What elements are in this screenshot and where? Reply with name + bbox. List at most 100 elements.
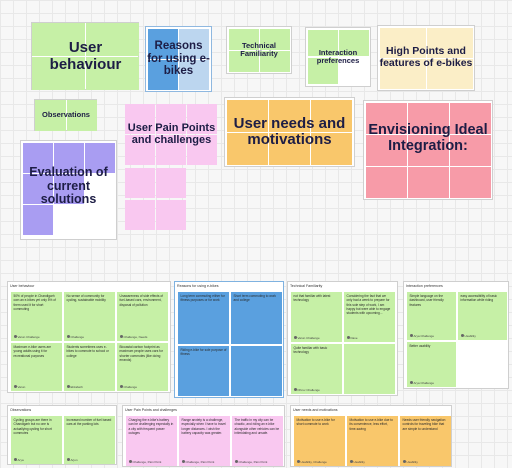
sticky-note (311, 133, 352, 165)
card-tag-text: Arya (17, 457, 24, 462)
tile-title: Reasons for using e-bikes (147, 40, 210, 78)
sticky-note (125, 200, 155, 230)
avatar-icon (181, 460, 185, 464)
sticky-note (23, 205, 53, 235)
sticky-card[interactable]: Motivation to use e-bike for short commu… (294, 416, 345, 466)
avatar-icon (409, 381, 413, 385)
sticky-note (86, 57, 139, 90)
sticky-card[interactable]: Increased number of fuel based cars at t… (64, 416, 115, 464)
sticky-card[interactable]: Riding e-bike for sole purpose of fitnes… (178, 346, 229, 396)
card-text: Quite familiar with basic technology (293, 346, 328, 355)
sticky-note (156, 135, 186, 165)
card-text: Cycling groups are there in Chandigarh b… (13, 418, 52, 435)
card-tag: Challenge (119, 385, 137, 389)
interaction-preferences-frame[interactable]: Interaction preferences (305, 27, 371, 87)
sticky-note (32, 23, 85, 56)
sticky-note (148, 29, 178, 59)
tile-title: Evaluation of current solutions (29, 164, 108, 207)
section-title: Reasons for using e-bikes (177, 284, 219, 288)
section-title: Interaction preferences (406, 284, 443, 288)
avatar-icon (66, 335, 70, 339)
user-behaviour-frame[interactable]: User behaviour (31, 22, 139, 90)
sticky-card[interactable] (231, 346, 282, 396)
card-tag: Challenge (66, 334, 85, 339)
sticky-card[interactable]: Bicoastal carbon footprint as maximum pe… (117, 343, 168, 391)
sticky-card[interactable]: Students sometimes uses e-bikes to commu… (64, 343, 115, 391)
card-tag-text: Challenge (70, 334, 85, 339)
sticky-note (229, 29, 259, 50)
sticky-card[interactable]: Quite familiar with basic technology Dhr… (291, 344, 342, 394)
sticky-card[interactable]: Charging the e-bike's battery can be cha… (126, 416, 177, 466)
sticky-note (380, 28, 426, 58)
reasons-frame[interactable]: Reasons for using e-bikes (145, 26, 212, 92)
sticky-card[interactable]: Range anxiety is a challenge, especially… (179, 416, 230, 466)
section-observations[interactable]: Observations Cycling groups are there in… (7, 405, 117, 465)
sticky-card[interactable] (344, 344, 395, 394)
sticky-card[interactable]: easy accessibility of basic information … (458, 292, 507, 340)
technical-familiarity-frame[interactable]: Technical Familiarity (226, 26, 292, 74)
tile-title: Observations (42, 110, 90, 120)
section-pain-points[interactable]: User Pain Points and challenges Charging… (122, 405, 285, 467)
card-text: Students sometimes uses e-bikes to commu… (66, 345, 109, 358)
section-needs[interactable]: User needs and motivations Motivation to… (290, 405, 452, 467)
sticky-card[interactable]: The traffic in my city can be chaotic, a… (232, 416, 283, 466)
card-text: No sense of community for cycling, susta… (66, 294, 106, 303)
observations-frame[interactable]: Observations (34, 99, 97, 131)
sticky-note (227, 100, 268, 132)
card-tag: Usability (460, 333, 476, 338)
card-tag: Varun Challenge (293, 336, 320, 340)
section-reasons[interactable]: Reasons for using e-bikes Long term comm… (174, 281, 284, 398)
section-interaction[interactable]: Interaction preferences Simple language … (403, 281, 509, 389)
sticky-note (125, 135, 155, 165)
card-tag-text: Dave (350, 335, 358, 340)
sticky-card[interactable]: Needs user friendly navigation controls … (400, 416, 451, 466)
sticky-note (125, 104, 155, 134)
sticky-card[interactable]: not that familiar with latest technology… (291, 292, 342, 342)
sticky-card[interactable]: No sense of community for cycling, susta… (64, 292, 115, 341)
card-tag: Varun (13, 385, 25, 389)
sticky-note (35, 100, 66, 131)
section-technical[interactable]: Technical Familiarity not that familiar … (287, 281, 398, 396)
needs-motivations-frame[interactable]: User needs and motivations (224, 97, 355, 167)
sticky-note (366, 167, 407, 198)
avatar-icon (119, 385, 123, 389)
section-title: User behaviour (10, 284, 35, 288)
envisioning-frame[interactable]: Envisioning Ideal Integration: (363, 100, 493, 200)
card-tag-text: Arjun (70, 457, 78, 462)
sticky-card[interactable]: Considering the fact that we only had a … (344, 292, 395, 342)
sticky-card[interactable]: Simple language on the dashboard, user f… (407, 292, 456, 340)
section-title: User needs and motivations (293, 408, 338, 412)
card-tag-text: Challenge, Pain Point (132, 459, 162, 464)
evaluation-frame[interactable]: Evaluation of current solutions (20, 140, 117, 240)
card-tag: Elizabeth (66, 385, 83, 389)
sticky-note (311, 100, 352, 132)
sticky-card[interactable]: Unawareness of side effects of fuel-base… (117, 292, 168, 341)
card-tag: Usability (402, 460, 418, 464)
card-text: 50% of people in Chandigarh own an e-bik… (13, 294, 56, 311)
sticky-card[interactable]: Short term commuting to work and college (231, 292, 282, 344)
sticky-card[interactable]: Long term commuting either for fitness p… (178, 292, 229, 344)
avatar-icon (128, 460, 132, 464)
tile-title: High Points and features of e-bikes (379, 45, 473, 69)
sticky-card[interactable]: 50% of people in Chandigarh own an e-bik… (11, 292, 62, 341)
sticky-note (23, 174, 53, 204)
card-tag-text: Challenge, Pain Point (185, 459, 215, 464)
card-tag-text: Usability (464, 333, 476, 338)
sticky-note (156, 168, 186, 198)
sticky-card[interactable]: Better usability Arya Challenge (407, 342, 456, 387)
sticky-card[interactable]: Maximum e-bike users are young adults us… (11, 343, 62, 391)
pain-points-frame[interactable]: User Pain Points and challenges (124, 104, 219, 234)
sticky-card[interactable]: Motivation to use e-bike due to its conv… (347, 416, 398, 466)
sticky-note (408, 135, 449, 166)
card-text: easy accessibility of basic information … (460, 294, 498, 303)
card-text: Unawareness of side effects of fuel-base… (119, 294, 164, 307)
card-text: Range anxiety is a challenge, especially… (181, 418, 226, 435)
high-points-frame[interactable]: High Points and features of e-bikes (377, 25, 475, 91)
tile-title: User behaviour (49, 39, 122, 73)
avatar-icon (66, 385, 70, 389)
sticky-card[interactable]: Cycling groups are there in Chandigarh b… (11, 416, 62, 464)
section-user-behaviour[interactable]: User behaviour 50% of people in Chandiga… (7, 281, 171, 393)
sticky-note (380, 59, 426, 89)
tile-title: User needs and motivations (233, 114, 346, 148)
sticky-note (32, 57, 85, 90)
